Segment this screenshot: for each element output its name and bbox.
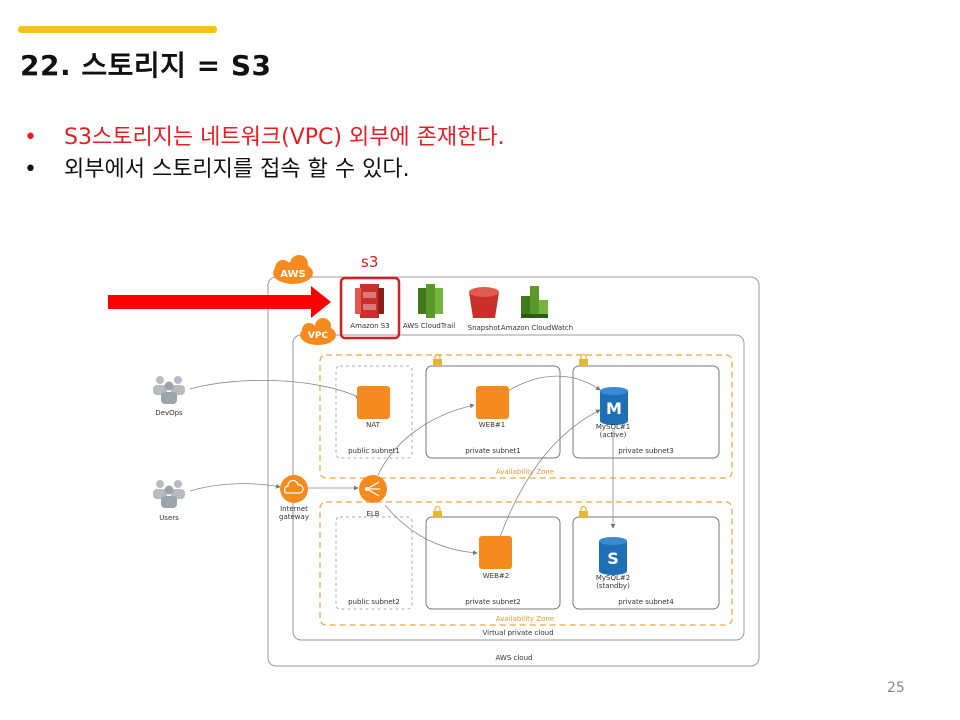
title-accent-bar bbox=[18, 26, 217, 33]
vpc-badge-text: VPC bbox=[308, 331, 329, 341]
elb-icon bbox=[359, 475, 387, 503]
elb-label: ELB bbox=[366, 510, 379, 518]
cloudtrail-icon bbox=[418, 284, 443, 318]
connector-users-gateway bbox=[189, 483, 281, 492]
snapshot-label: Snapshot bbox=[468, 324, 501, 332]
bullet-item-2: • 외부에서 스토리지를 접속 할 수 있다. bbox=[24, 154, 505, 186]
mysql1-label-line1: MySQL#1 bbox=[596, 423, 630, 431]
vpc-cloud-icon: VPC bbox=[300, 318, 336, 345]
aws-cloud-label: AWS cloud bbox=[496, 654, 533, 662]
users-label: Users bbox=[159, 514, 179, 522]
mysql-database-icon: M bbox=[600, 387, 628, 425]
mysql2-label-line1: MySQL#2 bbox=[596, 574, 630, 582]
web1-instance-icon bbox=[476, 386, 509, 419]
public-subnet-1-label: public subnet1 bbox=[348, 447, 400, 455]
gateway-label-line2: gateway bbox=[279, 513, 309, 521]
private-subnet-4-label: private subnet4 bbox=[618, 598, 674, 606]
devops-users-icon bbox=[153, 376, 185, 404]
bullet-text-2: 외부에서 스토리지를 접속 할 수 있다. bbox=[64, 157, 410, 182]
bullet-dot: • bbox=[24, 157, 37, 182]
lock-icon bbox=[433, 353, 442, 366]
private-subnet-3-label: private subnet3 bbox=[618, 447, 673, 455]
private-subnet-2-label: private subnet2 bbox=[465, 598, 520, 606]
lock-icon bbox=[579, 353, 588, 366]
bullet-text-1: S3스토리지는 네트워크(VPC) 외부에 존재한다. bbox=[64, 125, 505, 150]
private-subnet-1-label: private subnet1 bbox=[465, 447, 520, 455]
connector-web1-mysql1 bbox=[504, 375, 601, 394]
nat-label: NAT bbox=[366, 421, 380, 429]
snapshot-bucket-icon bbox=[469, 287, 499, 318]
nat-instance-icon bbox=[357, 386, 390, 419]
cloudtrail-label: AWS CloudTrail bbox=[403, 322, 455, 330]
internet-gateway-icon bbox=[280, 475, 308, 503]
lock-icon bbox=[433, 505, 442, 518]
standby-database-icon: S bbox=[599, 537, 627, 575]
mysql1-label-line2: (active) bbox=[600, 431, 627, 439]
cloudwatch-label: Amazon CloudWatch bbox=[501, 324, 573, 332]
web2-label: WEB#2 bbox=[483, 572, 509, 580]
availability-zone-1 bbox=[319, 354, 733, 479]
s3-highlight-box bbox=[339, 276, 401, 340]
cloudwatch-icon bbox=[521, 286, 548, 318]
vpc-label: Virtual private cloud bbox=[482, 629, 553, 637]
bullet-list: • S3스토리지는 네트워크(VPC) 외부에 존재한다. • 외부에서 스토리지를… bbox=[24, 122, 505, 186]
gateway-label-line1: Internet bbox=[280, 505, 308, 513]
page-number: 25 bbox=[887, 680, 905, 696]
red-arrow-icon bbox=[108, 286, 331, 318]
availability-zone-2-label: Availability Zone bbox=[496, 615, 554, 623]
aws-badge-text: AWS bbox=[280, 269, 306, 280]
private-subnet-4 bbox=[572, 516, 720, 610]
bullet-item-1: • S3스토리지는 네트워크(VPC) 외부에 존재한다. bbox=[24, 122, 505, 154]
private-subnet-3 bbox=[572, 365, 720, 459]
availability-zone-2 bbox=[319, 501, 733, 626]
amazon-s3-icon bbox=[355, 284, 384, 318]
standby-letter: S bbox=[607, 549, 619, 568]
connector-devops-nat bbox=[189, 379, 361, 399]
mysql-letter: M bbox=[606, 399, 622, 418]
bullet-dot: • bbox=[24, 125, 37, 150]
web2-instance-icon bbox=[479, 536, 512, 569]
lock-icon bbox=[579, 505, 588, 518]
mysql2-label-line2: (standby) bbox=[596, 582, 630, 590]
users-icon bbox=[153, 480, 185, 508]
slide-title: 22. 스토리지 = S3 bbox=[20, 49, 272, 82]
web1-label: WEB#1 bbox=[479, 421, 505, 429]
connector-elb-web1 bbox=[377, 403, 475, 476]
devops-label: DevOps bbox=[155, 409, 183, 417]
public-subnet-2-label: public subnet2 bbox=[348, 598, 400, 606]
availability-zone-1-label: Availability Zone bbox=[496, 468, 554, 476]
aws-cloud-icon: AWS bbox=[273, 255, 313, 284]
public-subnet-2 bbox=[335, 516, 413, 610]
connector-web2-mysql1 bbox=[499, 409, 601, 538]
s3-callout-label: s3 bbox=[361, 253, 379, 271]
amazon-s3-label: Amazon S3 bbox=[350, 322, 389, 330]
connector-elb-web2 bbox=[384, 504, 478, 556]
